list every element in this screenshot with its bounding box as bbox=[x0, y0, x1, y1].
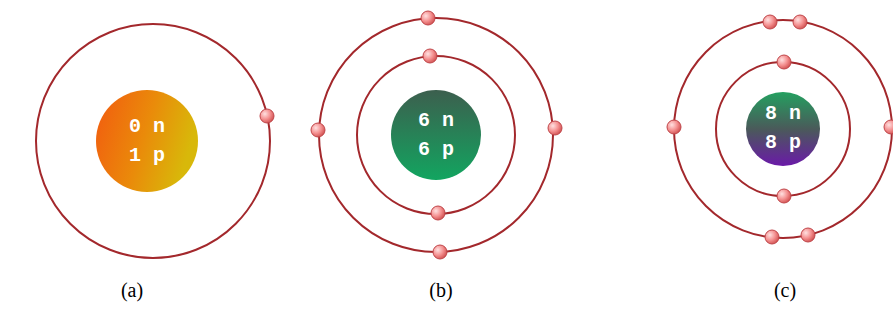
nucleus-fill bbox=[96, 90, 198, 192]
nucleus: 0 n1 p bbox=[96, 90, 198, 192]
particle-count: 1 p bbox=[129, 141, 165, 170]
nucleus: 8 n8 p bbox=[746, 92, 820, 166]
nucleus-shape bbox=[96, 90, 198, 192]
particle-count: 0 n bbox=[129, 112, 165, 141]
nucleus-shape bbox=[391, 90, 481, 180]
electron bbox=[260, 11, 893, 259]
nucleus-fill bbox=[391, 90, 481, 180]
sub-figure-label: (a) bbox=[121, 279, 143, 302]
orbit bbox=[36, 18, 892, 258]
sub-figure-label: (c) bbox=[774, 279, 796, 302]
nucleus-fill bbox=[746, 92, 820, 166]
particle-count: 6 p bbox=[418, 135, 454, 164]
particle-count: 8 p bbox=[765, 129, 801, 158]
sub-figure-label: (b) bbox=[429, 279, 452, 302]
particle-count: 6 n bbox=[418, 106, 454, 135]
particle-count: 8 n bbox=[765, 100, 801, 129]
nucleus: 6 n6 p bbox=[391, 90, 481, 180]
